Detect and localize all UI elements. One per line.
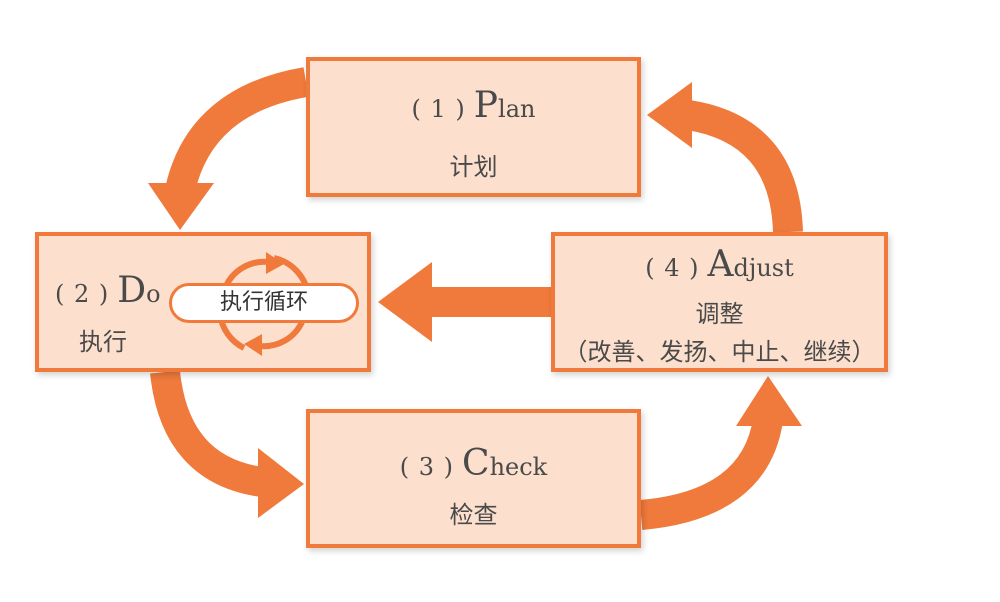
execution-loop-pill: 执行循环 (169, 283, 359, 323)
arrow-adjust-to-do (378, 262, 551, 342)
do-box: ( 2 )Do 执行 执行循环 (35, 232, 371, 372)
plan-rest: lan (498, 95, 536, 123)
do-rest: o (146, 280, 161, 308)
check-title: ( 3 )Check (310, 443, 637, 484)
arrow-check-to-adjust (639, 376, 802, 530)
do-number: ( 2 ) (55, 280, 110, 308)
adjust-rest: djust (733, 254, 794, 282)
do-title: ( 2 )Do (55, 270, 161, 311)
adjust-box: ( 4 )Adjust 调整 （改善、发扬、中止、继续） (551, 232, 888, 372)
do-chinese-label: 执行 (79, 328, 127, 356)
adjust-chinese-label: 调整 (695, 300, 744, 328)
adjust-number: ( 4 ) (645, 254, 700, 282)
do-initial: D (117, 270, 147, 311)
plan-number: ( 1 ) (411, 95, 466, 123)
check-box: ( 3 )Check 检查 (306, 409, 641, 548)
arrow-plan-to-do (148, 67, 309, 230)
plan-box: ( 1 )Plan 计划 (306, 57, 641, 197)
check-number: ( 3 ) (399, 453, 455, 481)
plan-initial: P (473, 85, 499, 126)
adjust-initial: A (707, 244, 734, 285)
loop-cycle-icon (217, 252, 311, 356)
check-rest: heck (489, 453, 548, 481)
plan-title: ( 1 )Plan (310, 85, 637, 126)
check-chinese-label: 检查 (449, 501, 498, 529)
arrow-adjust-to-plan (647, 82, 803, 233)
execution-loop-label: 执行循环 (219, 290, 308, 315)
adjust-detail-label: （改善、发扬、中止、继续） (563, 338, 876, 366)
arrow-do-to-check (150, 370, 304, 518)
check-initial: C (462, 443, 490, 484)
adjust-title: ( 4 )Adjust (555, 244, 884, 285)
plan-chinese-label: 计划 (449, 153, 498, 181)
